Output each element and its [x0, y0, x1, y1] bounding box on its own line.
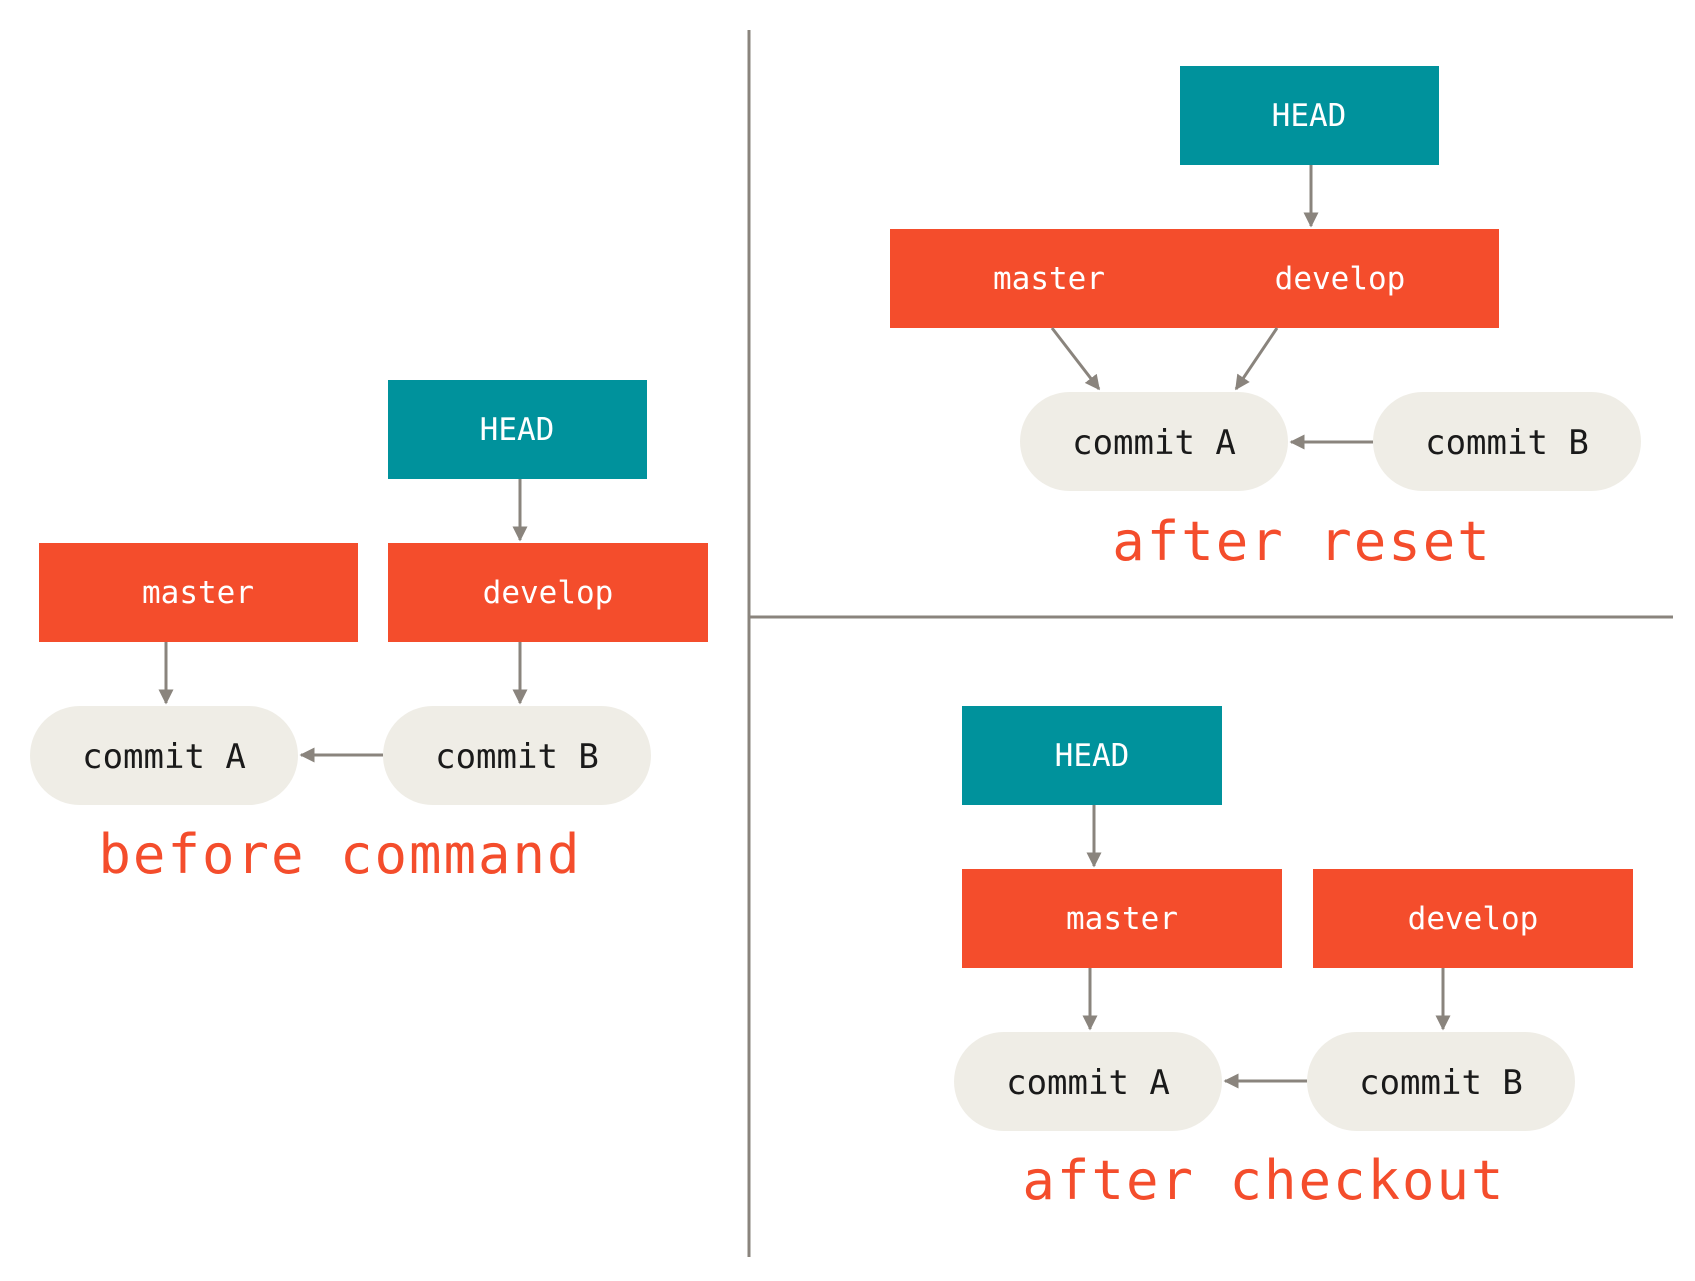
panel-after-reset: HEAD master develop commit A commit B af… — [890, 66, 1641, 573]
develop-branch-label: develop — [1408, 901, 1539, 937]
commit-b-label: commit B — [1425, 423, 1589, 463]
panel-after-checkout: HEAD master develop commit A commit B af… — [954, 706, 1633, 1212]
develop-branch-box — [388, 543, 708, 642]
head-label: HEAD — [1055, 738, 1130, 774]
master-branch-box — [962, 869, 1282, 968]
commit-b-node — [383, 706, 651, 805]
commit-a-node — [954, 1032, 1222, 1131]
head-box — [1180, 66, 1439, 165]
head-box — [388, 380, 647, 479]
commit-a-label: commit A — [1006, 1063, 1170, 1103]
caption-after-reset: after reset — [1112, 510, 1492, 573]
master-branch-label: master — [142, 575, 254, 611]
master-branch-label: master — [993, 261, 1105, 297]
master-branch-box — [39, 543, 358, 642]
commit-a-label: commit A — [82, 737, 246, 777]
caption-before-command: before command — [98, 823, 581, 886]
commit-b-label: commit B — [1359, 1063, 1523, 1103]
arrow-master-to-commit-a — [1050, 327, 1101, 391]
commit-a-node — [30, 706, 298, 805]
commit-b-node — [1373, 392, 1641, 491]
develop-branch-label: develop — [1275, 261, 1406, 297]
head-label: HEAD — [1272, 98, 1347, 134]
master-branch-label: master — [1066, 901, 1178, 937]
develop-branch-label: develop — [483, 575, 614, 611]
commit-b-label: commit B — [435, 737, 599, 777]
head-box — [962, 706, 1222, 805]
commit-b-node — [1307, 1032, 1575, 1131]
develop-branch-box — [1313, 869, 1633, 968]
head-label: HEAD — [480, 412, 555, 448]
arrow-develop-to-commit-a — [1234, 327, 1279, 391]
caption-after-checkout: after checkout — [1022, 1149, 1505, 1212]
panel-before-command: HEAD master develop commit A commit B be… — [30, 380, 708, 886]
master-develop-branch-box — [890, 229, 1499, 328]
commit-a-label: commit A — [1072, 423, 1236, 463]
commit-a-node — [1020, 392, 1288, 491]
